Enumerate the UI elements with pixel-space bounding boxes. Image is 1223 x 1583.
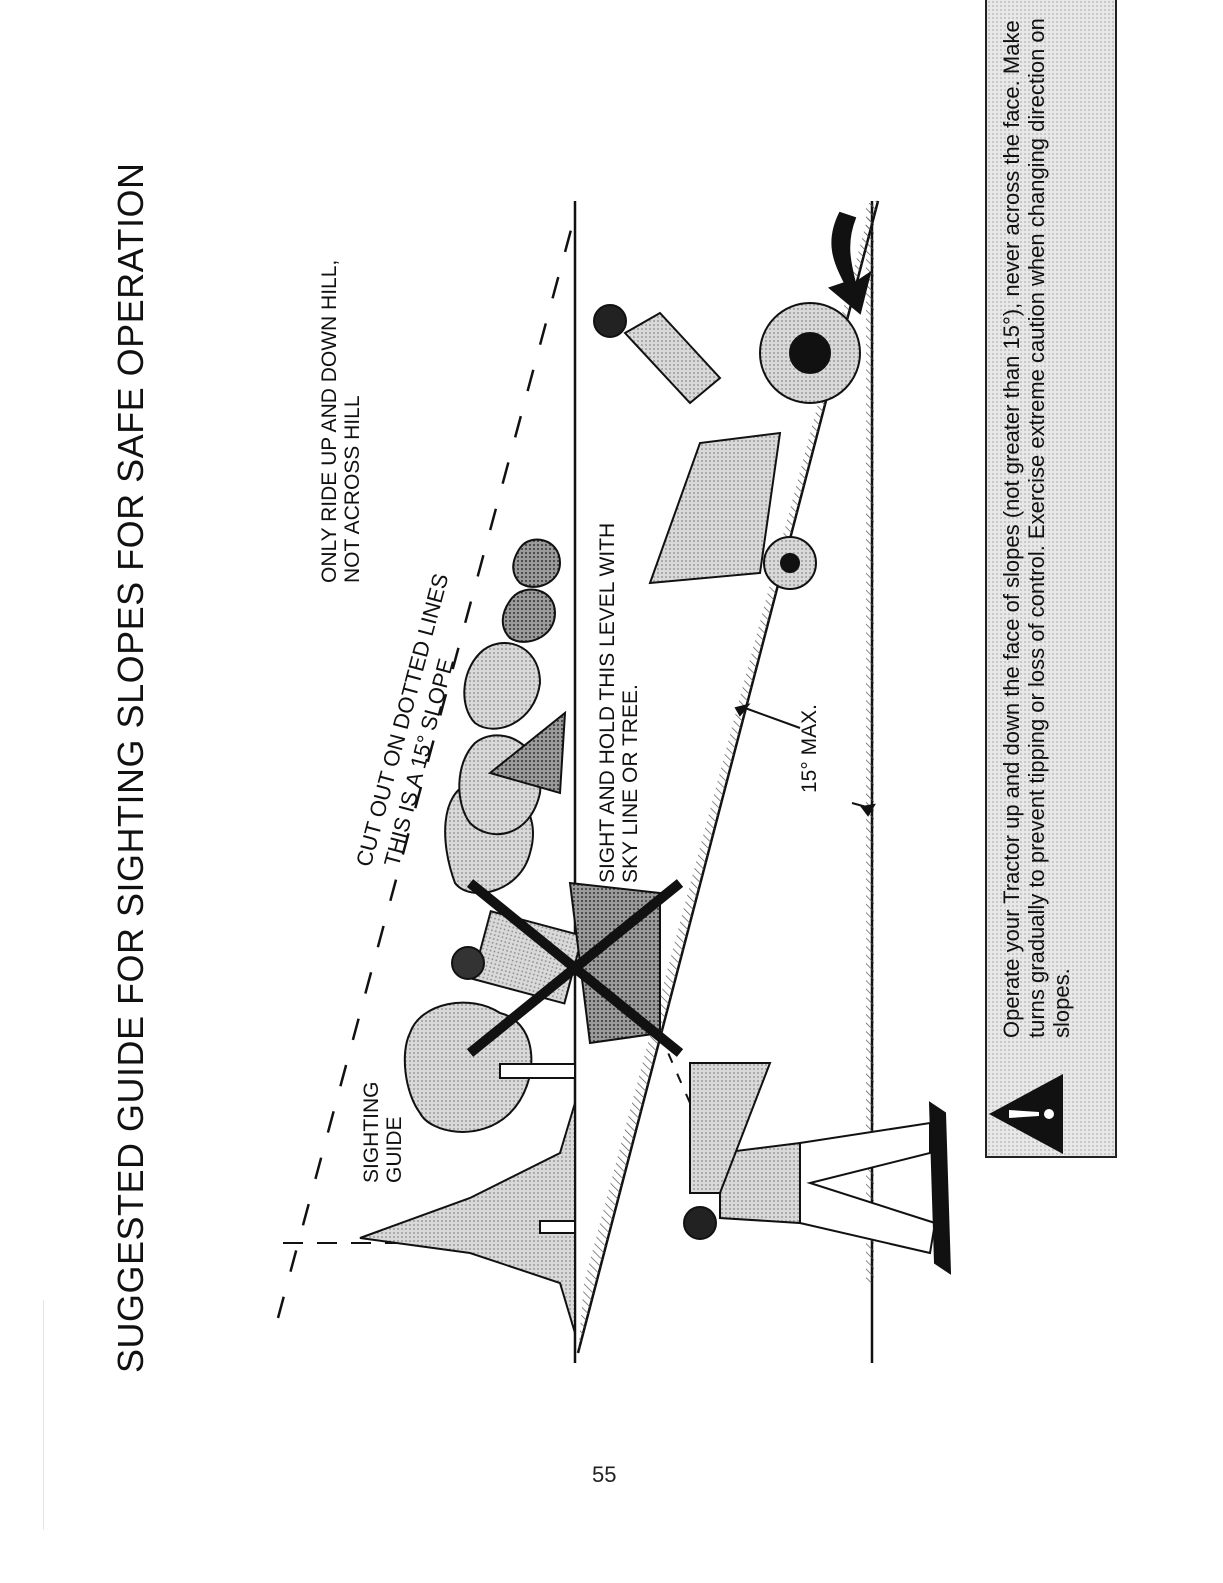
downhill-arrow-icon (827, 211, 872, 315)
slope-texture (578, 201, 878, 1353)
person-head (683, 1206, 717, 1240)
scan-edge-line (43, 1300, 44, 1530)
sighting-guide-label: SIGHTING GUIDE (360, 1081, 406, 1183)
crossed-driver-head (451, 946, 485, 980)
x-mark-2 (466, 879, 684, 1057)
sighting-guide-card (689, 1062, 772, 1194)
pine-tree (359, 1102, 576, 1334)
fifteen-max-label: 15° MAX. (798, 704, 821, 793)
tractor-hood (648, 431, 782, 585)
warning-box: Operate your Tractor up and down the fac… (985, 0, 1117, 1158)
ground-texture (866, 203, 874, 1283)
page-title: SUGGESTED GUIDE FOR SIGHTING SLOPES FOR … (110, 162, 151, 1374)
tree-row (359, 538, 576, 1334)
line-of-sight (654, 1022, 691, 1104)
sight-and-hold-label: SIGHT AND HOLD THIS LEVEL WITH SKY LINE … (596, 522, 642, 883)
warning-text: Operate your Tractor up and down the fac… (999, 18, 1074, 1038)
rider-body (623, 311, 722, 405)
small-tree-1 (501, 588, 557, 643)
rider-head (593, 304, 627, 338)
person-shadow (928, 1101, 952, 1275)
angle-indicator (734, 703, 876, 817)
page-number: 55 (592, 1462, 617, 1487)
standing-person (654, 1022, 952, 1275)
crossed-out-tractor (451, 879, 684, 1057)
correct-tractor (593, 211, 872, 590)
warning-triangle-icon (989, 1074, 1063, 1154)
small-tree-2 (512, 538, 562, 588)
round-tree-4 (463, 642, 542, 730)
only-ride-label: ONLY RIDE UP AND DOWN HILL, NOT ACROSS H… (318, 259, 364, 583)
dark-pine-tree (487, 710, 567, 795)
person-legs (799, 1121, 937, 1255)
